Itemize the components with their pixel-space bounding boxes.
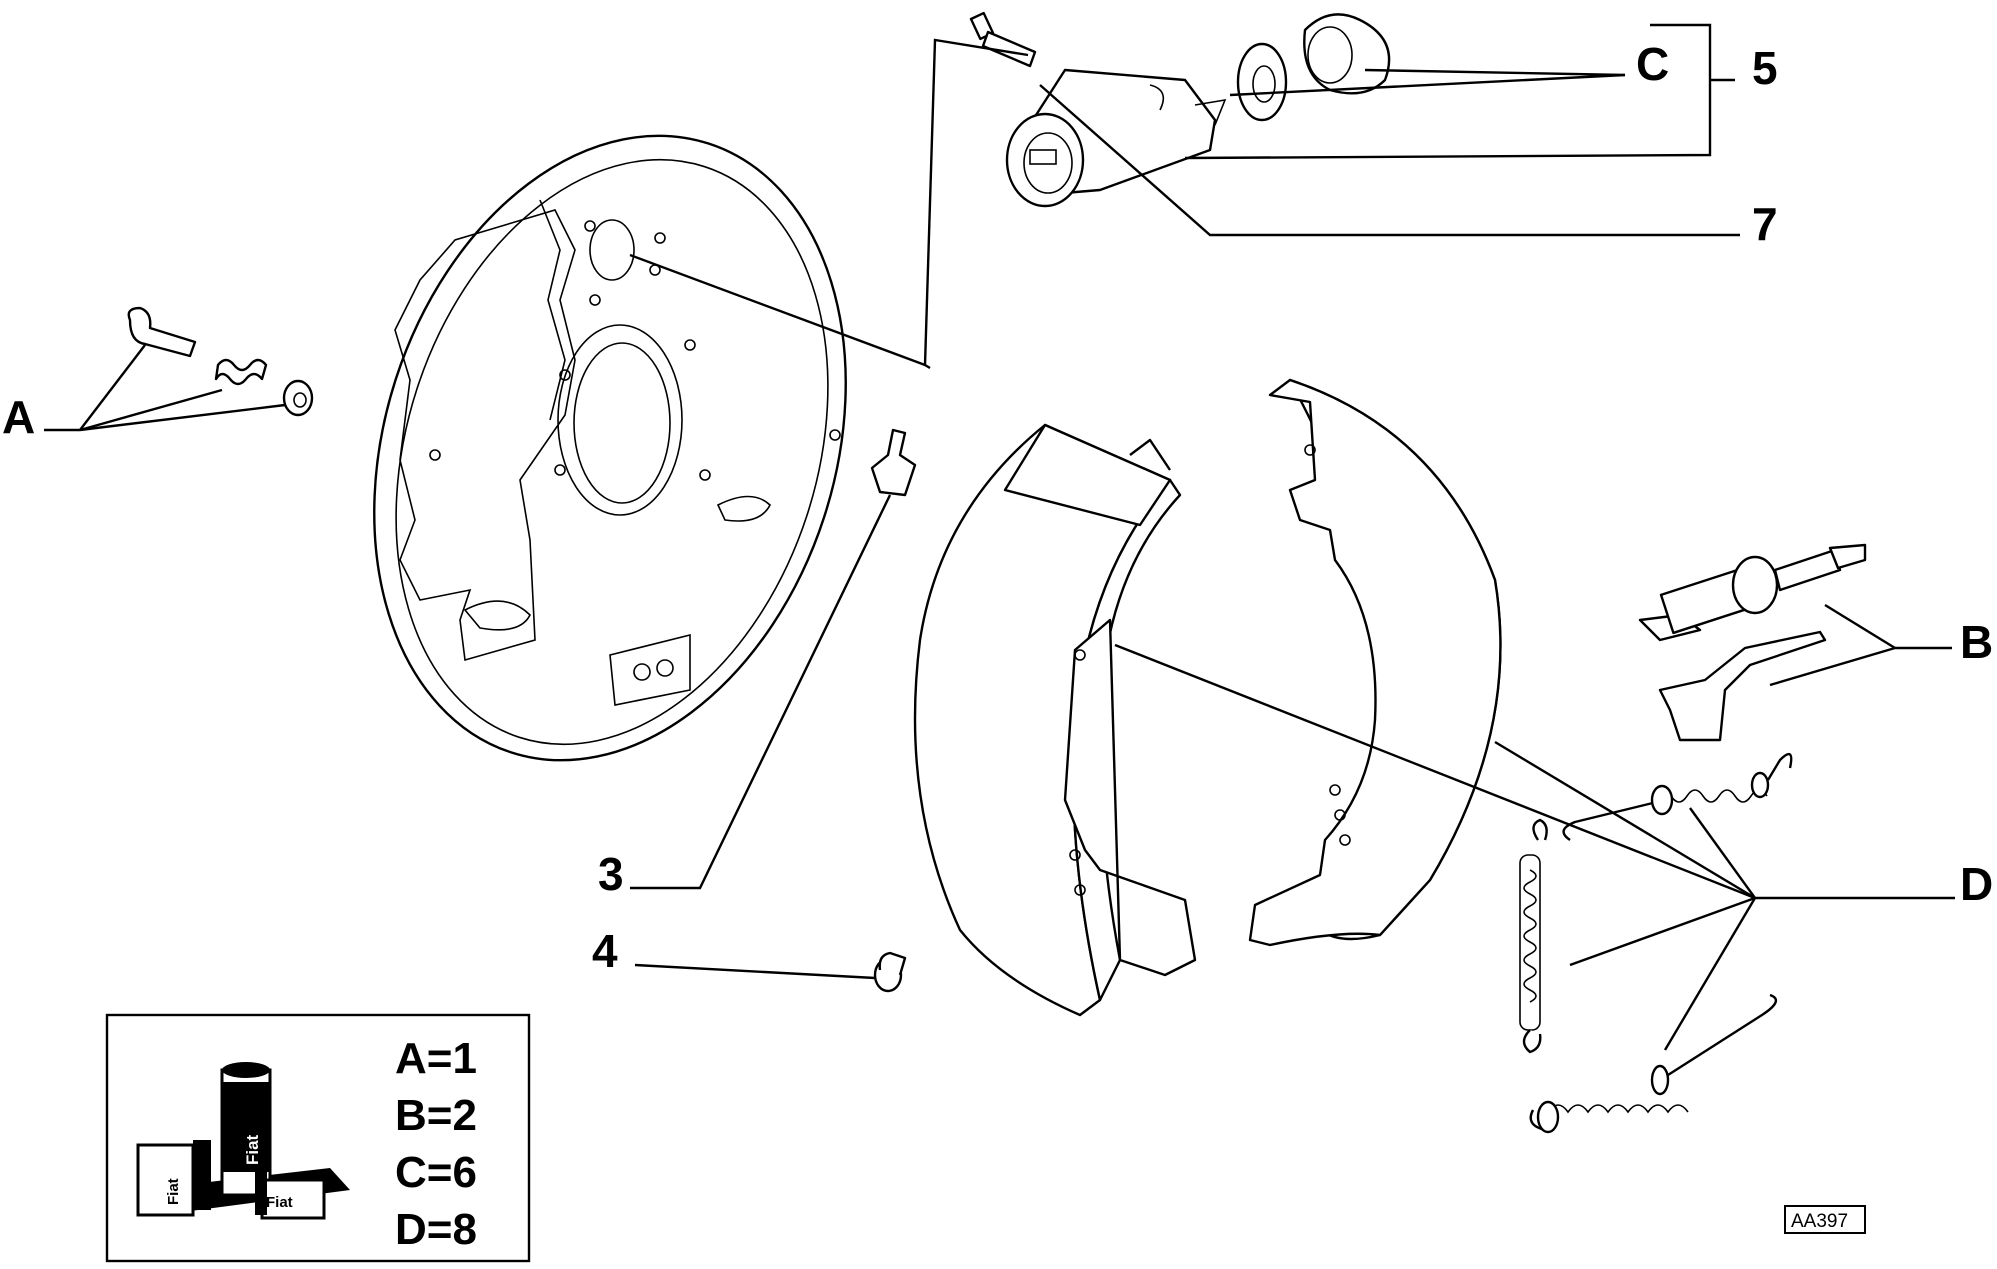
hold-down-pin-kit (127, 306, 314, 417)
legend-line-1: A=1 (395, 1034, 477, 1083)
legend-line-2: B=2 (395, 1091, 477, 1140)
return-spring-mid (1519, 818, 1548, 1054)
return-spring-lower (1529, 993, 1778, 1134)
adjuster-pin (870, 428, 917, 497)
brake-shoe-plain (1248, 378, 1502, 947)
adjuster-lever (1658, 630, 1827, 742)
brake-shoe-lined (913, 423, 1197, 1017)
bleed-screw (969, 11, 1037, 68)
drawing-code-tag: AA397 (1784, 1205, 1866, 1234)
label-5: 5 (1752, 42, 1778, 94)
label-C: C (1636, 38, 1669, 90)
return-spring-upper (1562, 752, 1793, 841)
label-3: 3 (598, 848, 624, 900)
legend-box: Fiat Fiat Fiat A=1 B=2 C=6 D=8 (105, 1013, 531, 1263)
box-label-large: Fiat (266, 1194, 293, 1211)
label-D: D (1960, 858, 1993, 910)
cylinder-seal-kit (1236, 13, 1391, 122)
adjuster-strut (1638, 543, 1867, 642)
label-B: B (1960, 616, 1993, 668)
leader-lines (44, 23, 1955, 1051)
tube-label: Fiat (243, 1134, 262, 1165)
legend-line-4: D=8 (395, 1205, 477, 1254)
drawing-code: AA397 (1791, 1211, 1848, 1232)
brake-backing-plate (373, 134, 847, 762)
wheel-cylinder (1005, 68, 1227, 208)
label-7: 7 (1752, 198, 1778, 250)
legend-line-3: C=6 (395, 1148, 477, 1197)
label-A: A (2, 391, 35, 443)
lubricant-products-icon: Fiat Fiat Fiat (136, 1062, 350, 1220)
box-label-small: Fiat (165, 1178, 182, 1205)
label-4: 4 (592, 925, 618, 977)
plug-cap (873, 951, 907, 993)
